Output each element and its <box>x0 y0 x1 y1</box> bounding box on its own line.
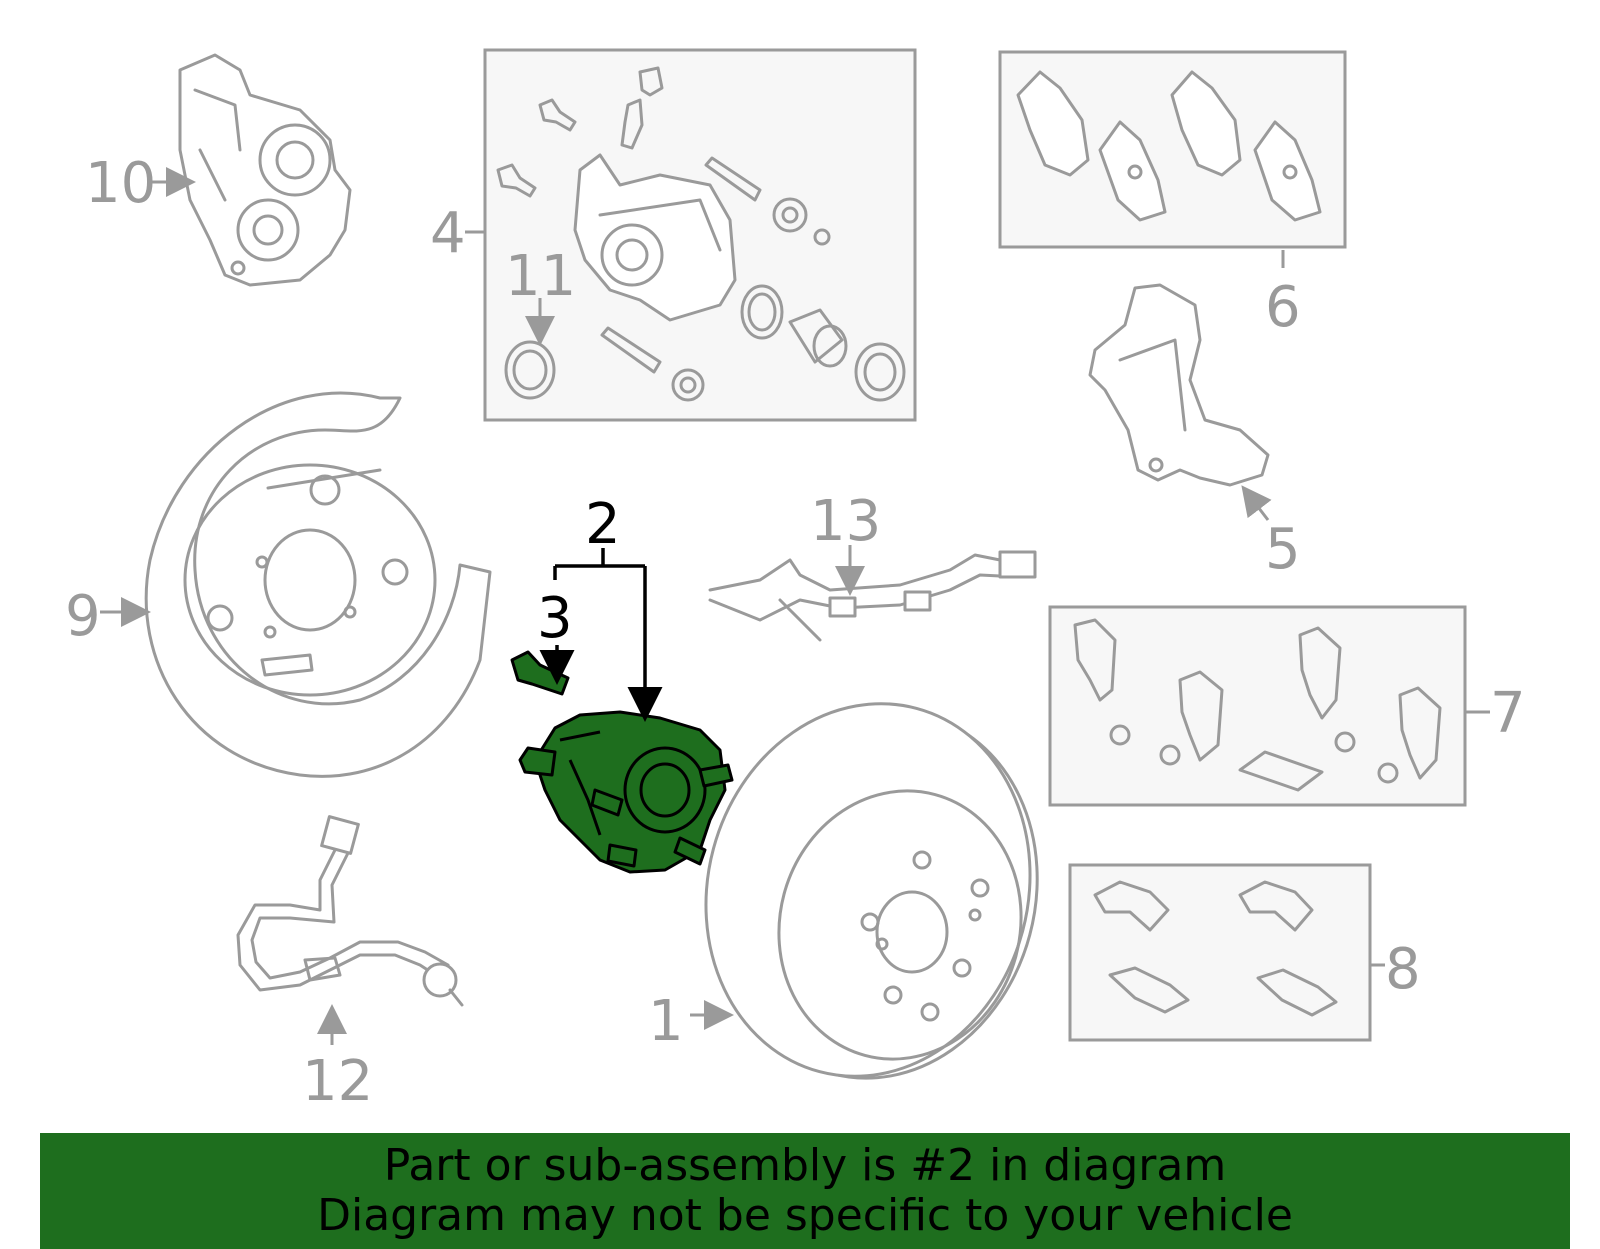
banner-line-2: Diagram may not be specific to your vehi… <box>317 1190 1293 1241</box>
callout-12: 12 <box>302 1049 373 1114</box>
part-4-caliper-box <box>483 48 917 422</box>
callout-7: 7 <box>1490 681 1526 746</box>
part-13-wire <box>708 550 1037 642</box>
callout-8: 8 <box>1385 937 1421 1002</box>
part-12-abs-wire <box>236 815 464 1007</box>
callout-2: 2 <box>585 492 621 557</box>
callout-1: 1 <box>648 989 684 1054</box>
callout-6: 6 <box>1265 275 1301 340</box>
part-10-actuator <box>178 53 352 287</box>
part-9-backing-plate <box>144 391 492 778</box>
part-5-bracket <box>1088 283 1270 487</box>
part-7-hardware-box <box>1048 605 1467 807</box>
callout-3: 3 <box>537 586 573 651</box>
callout-5: 5 <box>1265 517 1301 582</box>
callout-labels: 10 4 11 6 5 9 13 7 8 12 1 2 3 <box>65 151 1526 1114</box>
part-1-rotor <box>704 702 1039 1080</box>
part-6-pads-box <box>998 50 1347 249</box>
callout-10: 10 <box>85 151 156 216</box>
callout-4: 4 <box>430 201 466 266</box>
callout-leaders <box>100 167 1490 1045</box>
callout-9: 9 <box>65 584 101 649</box>
banner-line-1: Part or sub-assembly is #2 in diagram <box>383 1140 1227 1191</box>
part-8-clips-box <box>1068 863 1372 1042</box>
callout-11: 11 <box>505 244 576 309</box>
callout-13: 13 <box>810 489 881 554</box>
info-banner: Part or sub-assembly is #2 in diagram Di… <box>40 1133 1570 1249</box>
part-3-hub-bolt <box>510 650 570 696</box>
part-2-hub-assembly <box>518 710 734 874</box>
